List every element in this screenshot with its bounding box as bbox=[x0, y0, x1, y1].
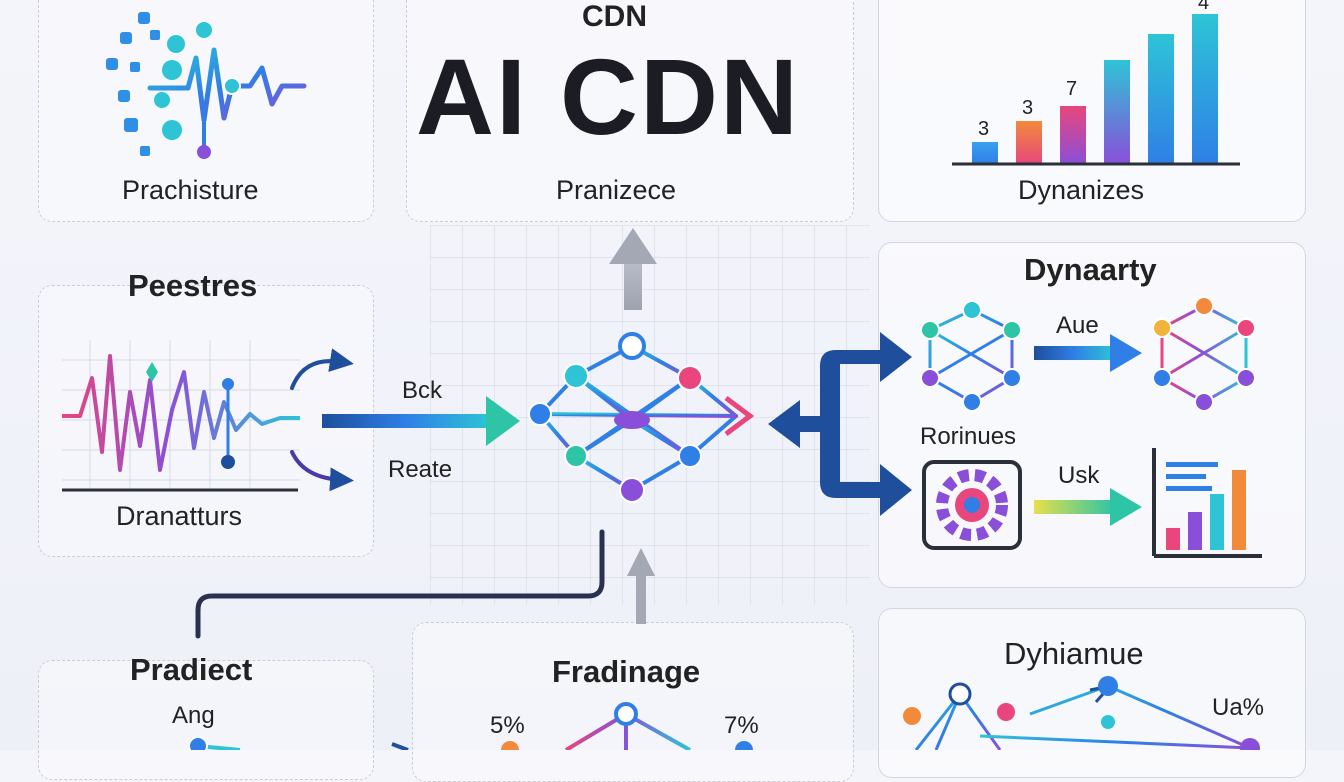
bottom-center-network-icon bbox=[501, 702, 753, 750]
diagram-graphics bbox=[62, 12, 1262, 750]
bottom-center-left-pct: 5% bbox=[490, 712, 525, 739]
curve-arrow-up bbox=[290, 348, 354, 390]
bar-value-label-2: 3 bbox=[1022, 97, 1034, 119]
bar-value-label-4: 4 bbox=[1198, 0, 1210, 14]
panel-top-right bbox=[878, 0, 1306, 222]
bar-value-label-1: 3 bbox=[978, 118, 990, 140]
gear-icon bbox=[922, 460, 1022, 550]
top-right-bar-chart bbox=[952, 14, 1240, 166]
bottom-center-right-pct: 7% bbox=[724, 712, 759, 739]
up-arrow-from-bottom bbox=[627, 548, 655, 624]
mid-right-arrow-top-label: Aue bbox=[1056, 312, 1099, 339]
bottom-center-heading: Fradinage bbox=[552, 654, 701, 689]
mid-right-heading: Dynaarty bbox=[1024, 252, 1157, 287]
panel-mid-left bbox=[38, 285, 374, 557]
flow-arrow-right bbox=[322, 396, 520, 446]
curve-arrow-down bbox=[290, 450, 354, 492]
small-bar-chart-icon bbox=[1152, 448, 1262, 558]
mid-right-arrow-bottom-label: Usk bbox=[1058, 462, 1100, 489]
bottom-left-label: Ang bbox=[172, 702, 215, 729]
bottom-left-arrow bbox=[391, 742, 409, 750]
top-center-label: Pranizece bbox=[556, 175, 677, 205]
mid-left-label: Dranatturs bbox=[116, 501, 243, 531]
waveform-chart bbox=[62, 340, 300, 492]
up-arrow-to-title bbox=[609, 228, 657, 310]
panel-top-center bbox=[406, 0, 854, 222]
bottom-left-heading: Pradiect bbox=[130, 652, 253, 687]
connector-bottom-left bbox=[195, 529, 605, 639]
bottom-right-network-icon bbox=[903, 676, 1260, 750]
pulse-network-icon bbox=[106, 12, 307, 159]
arrow-aue bbox=[1034, 334, 1142, 372]
flow-label-upper: Bck bbox=[402, 377, 443, 404]
central-ai-network-icon bbox=[528, 332, 755, 503]
mid-right-middle-label: Rorinues bbox=[920, 423, 1017, 450]
network-node-icon-right bbox=[1152, 296, 1256, 412]
mid-left-heading: Peestres bbox=[128, 268, 258, 303]
bottom-right-label: Ua% bbox=[1212, 694, 1265, 721]
title-small: CDN bbox=[582, 0, 647, 33]
bar-value-label-3: 7 bbox=[1066, 78, 1078, 100]
top-right-label: Dynanizes bbox=[1018, 175, 1145, 205]
branch-arrows bbox=[768, 332, 912, 516]
bottom-left-network-icon bbox=[188, 736, 241, 750]
top-left-label: Prachisture bbox=[122, 175, 259, 205]
flow-label-lower: Reate bbox=[388, 456, 453, 483]
arrow-usk bbox=[1034, 488, 1142, 526]
page-title: AI CDN bbox=[416, 36, 800, 157]
bottom-right-heading: Dyhiamue bbox=[1004, 636, 1144, 671]
network-node-icon-left bbox=[920, 300, 1022, 412]
